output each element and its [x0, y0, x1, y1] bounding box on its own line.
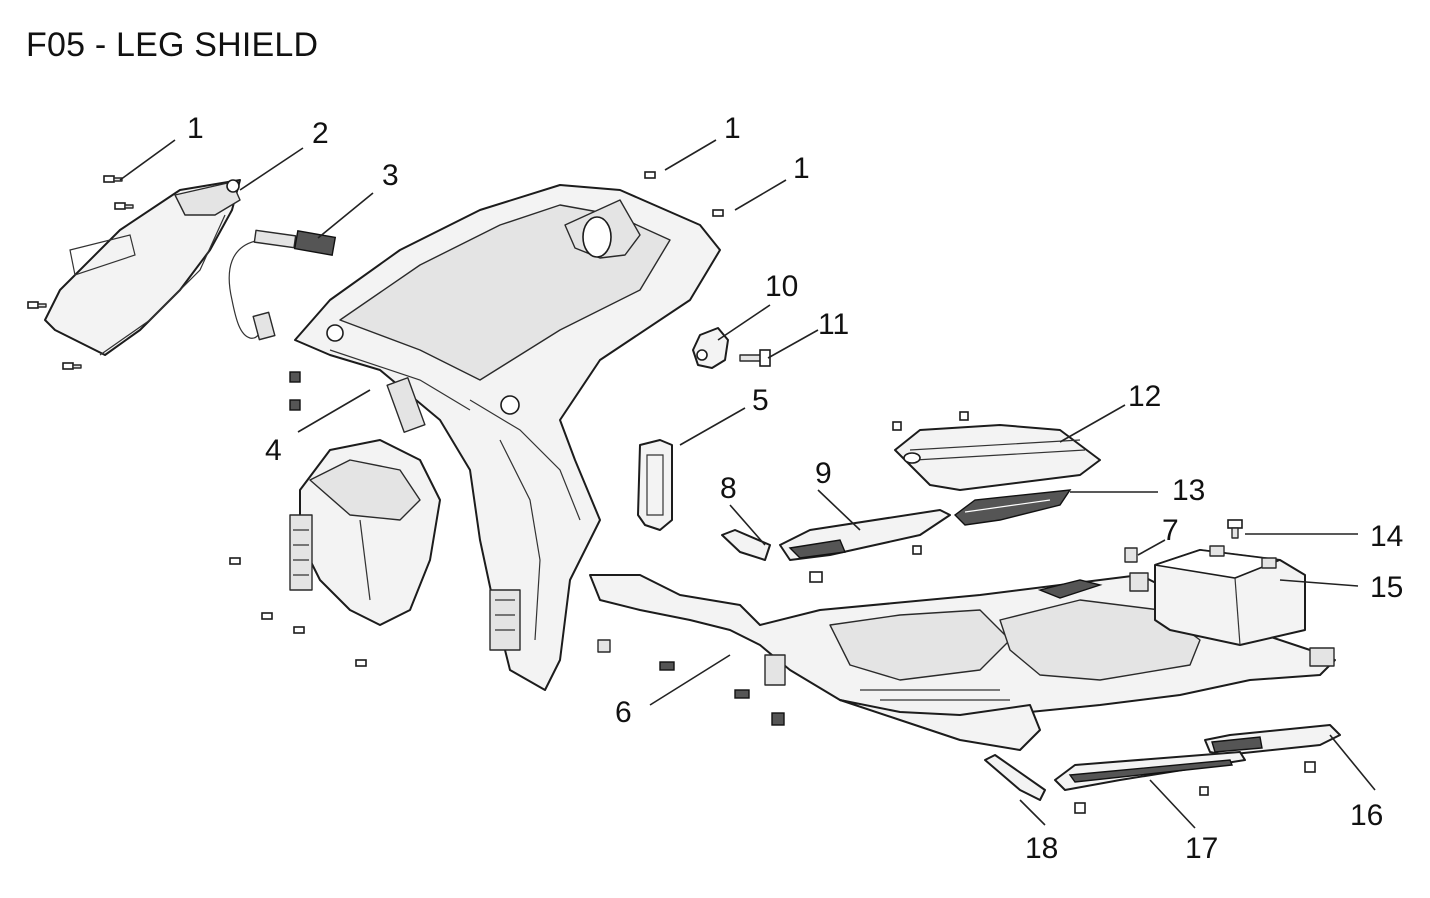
part-step-plate	[953, 489, 1072, 526]
part-hook-clip	[692, 327, 729, 369]
callout-1: 1	[793, 152, 810, 185]
part-vent-cover	[637, 439, 673, 531]
part-floor-frame	[589, 572, 1336, 751]
part-battery	[1154, 545, 1306, 646]
callout-3: 3	[382, 159, 399, 192]
callout-2: 2	[312, 117, 329, 150]
part-floor-strip-9	[779, 509, 951, 561]
part-floor-cover	[894, 424, 1101, 491]
callout-1: 1	[724, 112, 741, 145]
callout-1: 1	[187, 112, 204, 145]
callout-16: 16	[1350, 799, 1383, 832]
part-screw-14	[1227, 519, 1243, 539]
part-fasteners	[27, 171, 1316, 814]
callout-13: 13	[1172, 474, 1205, 507]
part-inner-panel-lower	[289, 439, 441, 626]
part-clip-7	[1124, 547, 1138, 563]
leader-lines	[119, 139, 1376, 829]
callout-8: 8	[720, 472, 737, 505]
page-title: F05 - LEG SHIELD	[26, 26, 319, 64]
part-wire-harness	[228, 229, 337, 341]
part-side-bracket	[44, 179, 241, 356]
callout-6: 6	[615, 696, 632, 729]
callout-labels: 1 2 3 1 1 10 11 4 5 12 9 8 13 7 14 15 6 …	[187, 112, 1403, 865]
callout-4: 4	[265, 434, 282, 467]
callout-15: 15	[1370, 571, 1403, 604]
callout-5: 5	[752, 384, 769, 417]
part-bolt-11	[739, 349, 771, 367]
part-inner-leg-shield	[294, 184, 721, 691]
part-side-trim-17	[1054, 751, 1246, 791]
callout-7: 7	[1162, 514, 1179, 547]
part-side-trim-16	[1204, 724, 1341, 756]
callout-12: 12	[1128, 380, 1161, 413]
callout-18: 18	[1025, 832, 1058, 865]
callout-10: 10	[765, 270, 798, 303]
part-floor-strip-8	[721, 529, 771, 561]
callout-17: 17	[1185, 832, 1218, 865]
callout-9: 9	[815, 457, 832, 490]
part-side-trim-18	[984, 754, 1046, 801]
callout-11: 11	[818, 308, 849, 341]
callout-14: 14	[1370, 520, 1403, 553]
